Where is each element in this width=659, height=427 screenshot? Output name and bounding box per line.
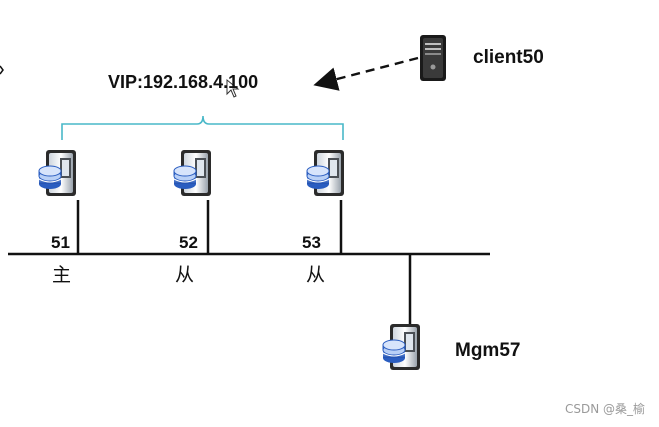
server-51-icon xyxy=(38,149,77,197)
client-tower-icon xyxy=(420,35,446,81)
manager-label: Mgm57 xyxy=(455,340,521,361)
edge-mark xyxy=(0,65,4,75)
client-label: client50 xyxy=(473,47,544,68)
node-id-53: 53 xyxy=(302,233,321,252)
server-mgm57-icon xyxy=(382,323,421,371)
vip-label: VIP:192.168.4.100 xyxy=(108,72,259,92)
server-53-icon xyxy=(306,149,345,197)
watermark: CSDN @桑_榆 xyxy=(564,402,645,416)
client-to-vip-arrow xyxy=(313,56,419,91)
server-52-icon xyxy=(173,149,212,197)
node-role-52: 从 xyxy=(175,264,195,286)
node-id-51: 51 xyxy=(51,233,70,252)
mouse-cursor-icon xyxy=(226,78,240,98)
vip-group-brace xyxy=(61,115,344,140)
node-role-53: 从 xyxy=(306,264,326,286)
node-id-52: 52 xyxy=(179,233,198,252)
node-role-51: 主 xyxy=(52,264,72,286)
